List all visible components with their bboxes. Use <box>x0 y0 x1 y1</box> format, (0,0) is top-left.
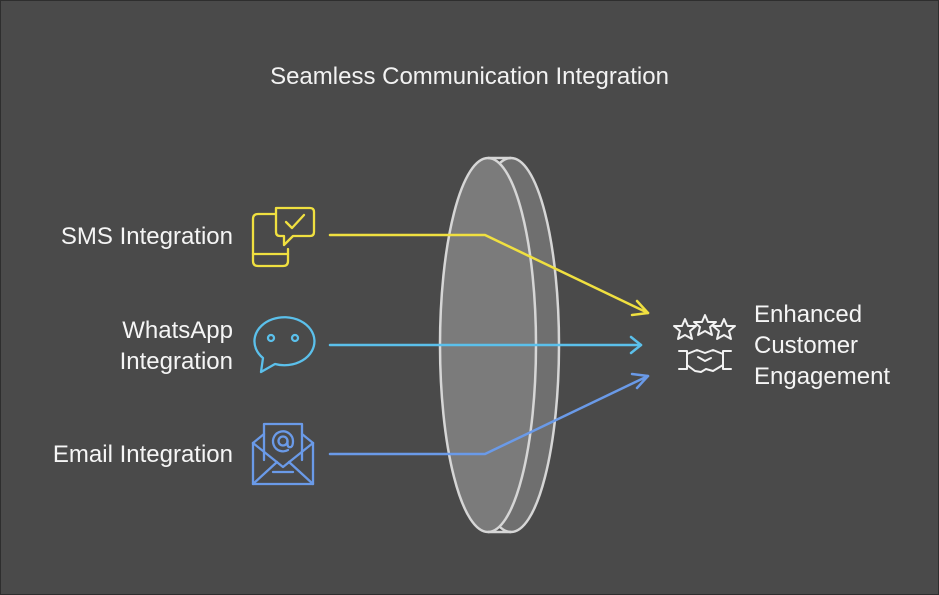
email-label: Email Integration <box>52 441 233 468</box>
sms-label: SMS Integration <box>60 223 233 250</box>
sms-arrow <box>328 233 650 317</box>
diagram-title: Seamless Communication Integration <box>270 63 669 90</box>
email-arrow <box>328 372 650 456</box>
whatsapp-label: WhatsApp Integration <box>119 317 233 375</box>
sms-check-icon <box>251 206 316 268</box>
whatsapp-arrow <box>328 335 643 355</box>
stars-handshake-icon <box>673 314 736 373</box>
chat-bubble-icon <box>253 316 316 374</box>
email-at-icon <box>251 422 315 486</box>
output-label: Enhanced Customer Engagement <box>754 301 891 390</box>
